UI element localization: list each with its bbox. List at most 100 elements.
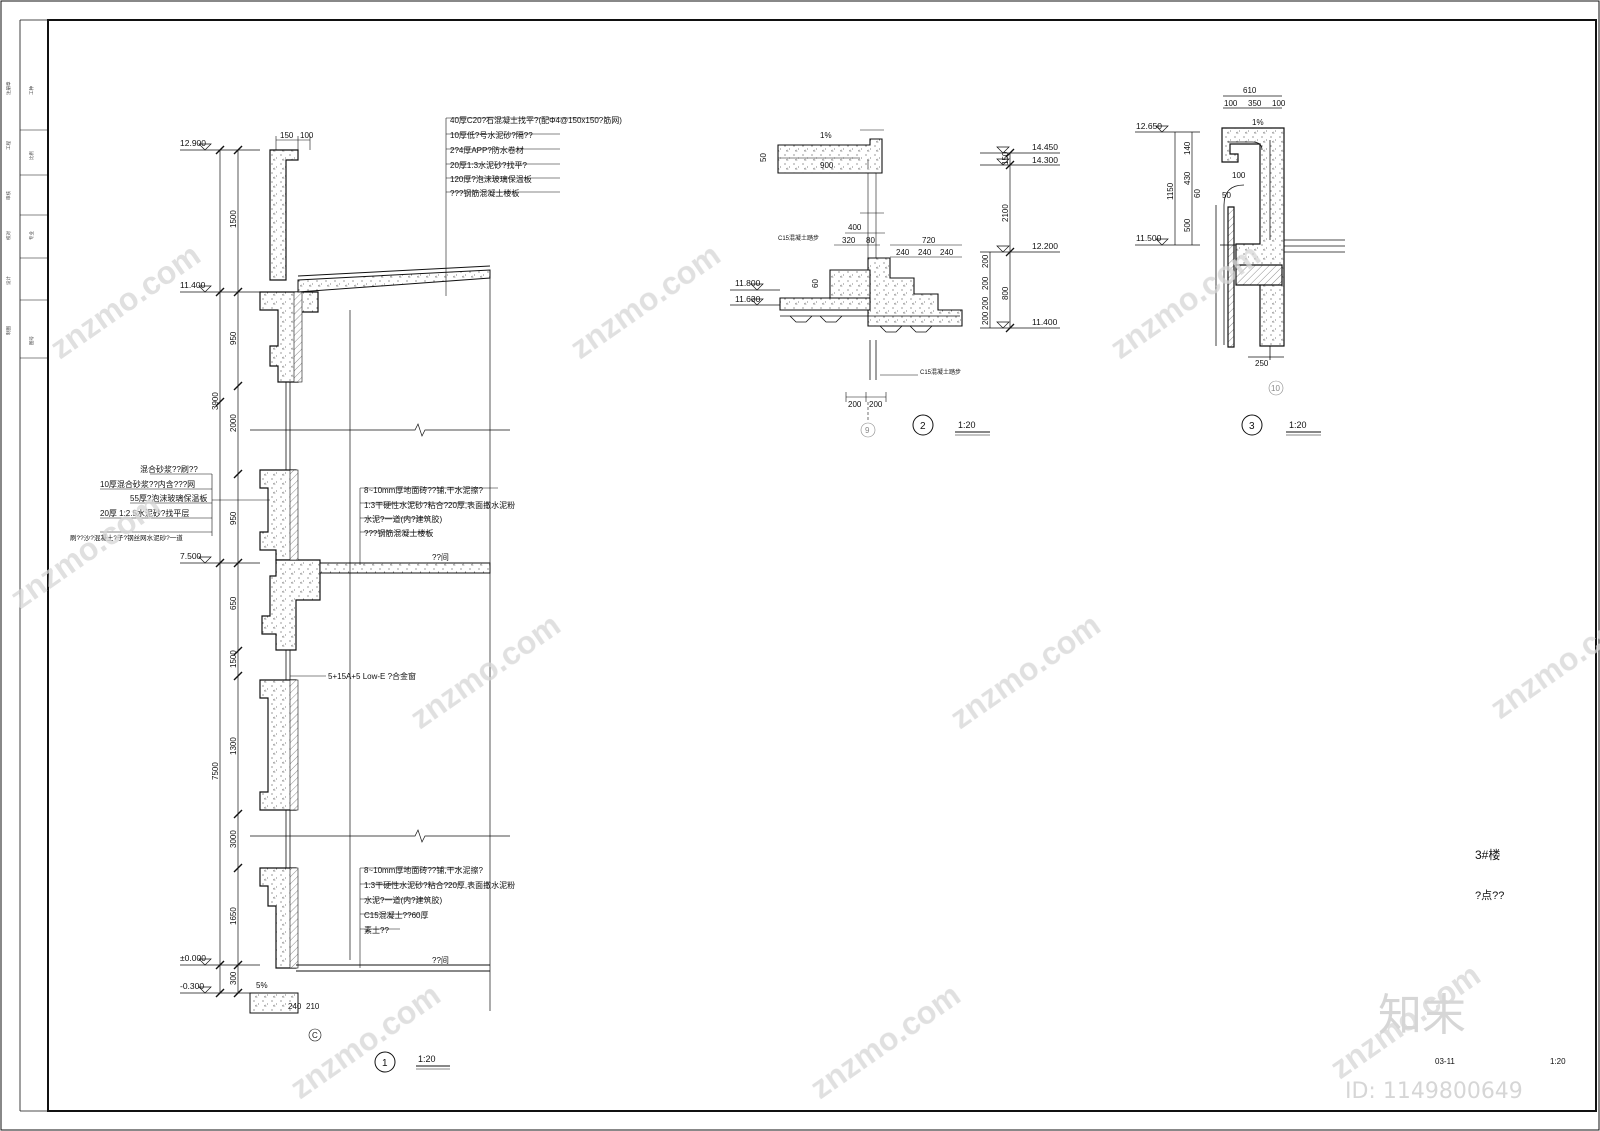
dim-label: 720: [922, 236, 936, 245]
title-block: 3#楼 ?点?? 03-11 1:20: [1435, 847, 1566, 1066]
watermark-layer: znzmo.com znzmo.com znzmo.com znzmo.com …: [3, 236, 1600, 1105]
dim-label: 150: [280, 131, 294, 140]
wall-note: 55厚?泡沫玻璃保温板: [130, 493, 207, 503]
side-label: 图号: [29, 336, 35, 345]
dim-label: 1300: [229, 737, 238, 755]
dim-label: 320: [842, 236, 856, 245]
axis-label: 10: [1271, 384, 1280, 393]
dim-label: 50: [1222, 191, 1231, 200]
slope-label: 1%: [1252, 118, 1264, 127]
level-label: 11.400: [1032, 317, 1058, 327]
window-note: 5+15A+5 Low-E ?合金窗: [328, 671, 416, 681]
side-label: 工种: [28, 86, 35, 95]
detail-scale: 1:20: [958, 420, 976, 430]
dim-label: 1150: [1166, 182, 1175, 200]
slope-label: 5%: [256, 981, 268, 990]
floor-note: 8~10mm厚地面砖??铺,干水泥擦?: [364, 485, 483, 495]
level-label: 14.300: [1032, 155, 1058, 165]
dim-label: 430: [1183, 171, 1192, 185]
level-label: 11.500: [1136, 233, 1162, 243]
watermark-id: ID: 1149800649: [1345, 1079, 1523, 1104]
watermark-text: znzmo.com: [803, 976, 966, 1105]
side-label: 专业: [28, 231, 35, 240]
slope-label: 1%: [820, 131, 832, 140]
dim-label: 3000: [229, 830, 238, 848]
dim-label: 100: [1224, 99, 1238, 108]
side-label: 设计: [5, 276, 12, 285]
dim-label: 200: [848, 400, 862, 409]
watermark-text: znzmo.com: [943, 606, 1106, 735]
dim-label: 140: [1183, 141, 1192, 155]
detail-scale: 1:20: [418, 1054, 436, 1064]
detail-callout: 3: [1249, 421, 1255, 432]
side-label: 注册章: [5, 81, 12, 95]
level-label: -0.300: [180, 981, 204, 991]
wall-note: 10厚混合砂浆??内含???网: [100, 479, 195, 489]
level-label: 12.650: [1136, 121, 1162, 131]
dim-label: 300: [229, 971, 238, 985]
step-note: C15混凝土踏步: [778, 234, 819, 242]
dim-label: 350: [1248, 99, 1262, 108]
axis-label: 9: [865, 426, 870, 435]
dim-label: 500: [1183, 218, 1192, 232]
side-strip-labels: 注册章 工程 审核 校对 设计 制图 工种 比例 专业 图号: [5, 81, 35, 345]
roof-note: 120厚?泡沫玻璃保温板: [450, 174, 532, 184]
watermark-text: znzmo.com: [563, 236, 726, 365]
watermark-text: znzmo.com: [403, 606, 566, 735]
dim-label: 100: [300, 131, 314, 140]
side-label: 工程: [5, 141, 12, 150]
level-label: ±0.000: [180, 953, 206, 963]
ground-note: 水泥?一道(内?建筑胶): [364, 895, 443, 905]
dim-label: 900: [820, 161, 834, 170]
ground-note: 素土??: [364, 925, 389, 935]
level-label: 7.500: [180, 551, 202, 561]
dim-label: 650: [229, 596, 238, 610]
dim-label: 200: [981, 276, 990, 290]
detail-scale: 1:20: [1289, 420, 1307, 430]
dim-label: 150: [1001, 151, 1010, 165]
roof-note: ???钢筋混凝土楼板: [450, 188, 519, 198]
dim-label: 60: [1193, 189, 1202, 198]
level-label: 11.630: [735, 294, 761, 304]
watermark-text: znzmo.com: [43, 236, 206, 365]
dim-label: 80: [866, 236, 875, 245]
dim-label: 210: [306, 1002, 320, 1011]
dim-label: 250: [1255, 359, 1269, 368]
sheet-scale: 1:20: [1550, 1057, 1566, 1066]
dim-label: 1650: [229, 907, 238, 925]
level-label: 12.900: [180, 138, 206, 148]
wall-note: 20厚 1:2.5水泥砂?找平层: [100, 508, 189, 518]
watermark-text: znzmo.com: [283, 976, 446, 1105]
dim-label: 200: [981, 311, 990, 325]
dim-label: 100: [1232, 171, 1246, 180]
detail-callout: 2: [920, 421, 926, 432]
building-name: 3#楼: [1475, 847, 1500, 862]
dim-label: 950: [229, 511, 238, 525]
roof-note: 40厚C20?石混凝土找平?(配Φ4@150x150?筋网): [450, 115, 622, 125]
roof-note: 10厚低?号水泥砂?隔??: [450, 130, 533, 140]
dim-label: 200: [981, 254, 990, 268]
dim-label: 7500: [211, 762, 220, 780]
sheet-number: 03-11: [1435, 1057, 1455, 1066]
side-label: 比例: [28, 151, 35, 160]
side-label: 制图: [5, 326, 12, 335]
level-label: 12.200: [1032, 241, 1058, 251]
dim-label: 100: [1272, 99, 1286, 108]
dim-label: 2000: [229, 414, 238, 432]
dim-label: 240: [940, 248, 954, 257]
dim-label: 3900: [211, 392, 220, 410]
watermark-text: znzmo.com: [1103, 236, 1266, 365]
watermark-brand: 知末: [1378, 990, 1466, 1041]
wall-note: 混合砂浆??刷??: [140, 464, 198, 474]
dim-label: 950: [229, 331, 238, 345]
dim-label: 200: [869, 400, 883, 409]
floor-note: 1:3干硬性水泥砂?粘合?20厚,表面撒水泥粉: [364, 500, 515, 510]
dim-label: 800: [1001, 286, 1010, 300]
detail-1-wall-section: 12.900 11.400 7.500 ±0.000 -0.300 1500 9…: [70, 115, 622, 1073]
dim-label: 50: [759, 153, 768, 162]
detail-2-canopy-steps: 14.450 14.300 12.200 11.800 11.630 11.40…: [730, 129, 1060, 438]
dim-label: 240: [896, 248, 910, 257]
axis-label: C: [312, 1031, 318, 1040]
dim-label: 200: [981, 296, 990, 310]
